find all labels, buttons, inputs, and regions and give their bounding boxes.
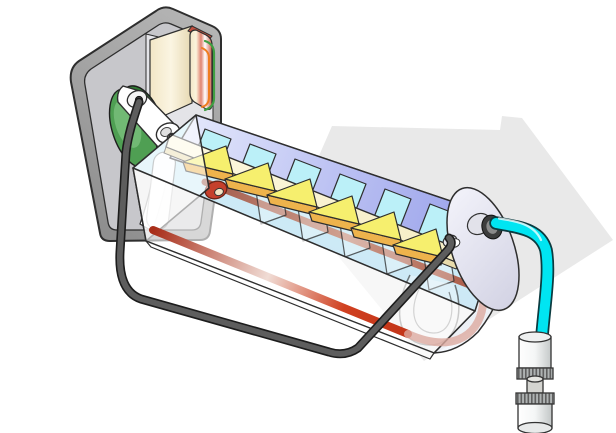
compression-fitting-upper [516,331,554,380]
fitting-connector [526,375,544,394]
ejector-blades [182,145,444,266]
heater-front-run [149,226,412,338]
compression-fittings [515,331,555,433]
coil-left-face [149,25,193,123]
tray-bottom-face [145,240,435,360]
orange-wire [201,47,210,108]
compression-fitting-lower [515,392,555,433]
green-wire [203,39,216,112]
tube-highlight [497,217,543,242]
ejector-blade [392,228,444,266]
heater-collar [204,180,228,200]
ice-mold-tray [132,114,476,360]
shutoff-bail-arm [115,97,456,359]
